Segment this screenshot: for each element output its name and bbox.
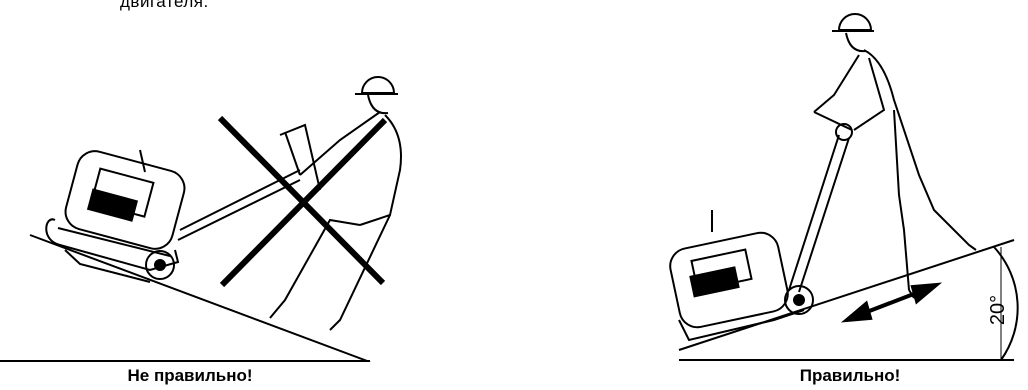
caption-incorrect: Не правильно!	[80, 366, 300, 386]
slope-ground-icon	[679, 240, 1018, 360]
slope-angle-label: 20°	[987, 295, 1009, 325]
worker-icon	[270, 77, 401, 330]
illustration-correct: 20°	[514, 0, 1028, 362]
compactor-icon	[667, 112, 852, 340]
compactor-icon	[46, 147, 300, 282]
illustration-incorrect	[0, 0, 514, 362]
worker-icon	[814, 14, 976, 298]
caption-correct: Правильно!	[740, 366, 960, 386]
cross-mark-icon	[220, 118, 385, 285]
slope-ground-icon	[0, 235, 370, 362]
